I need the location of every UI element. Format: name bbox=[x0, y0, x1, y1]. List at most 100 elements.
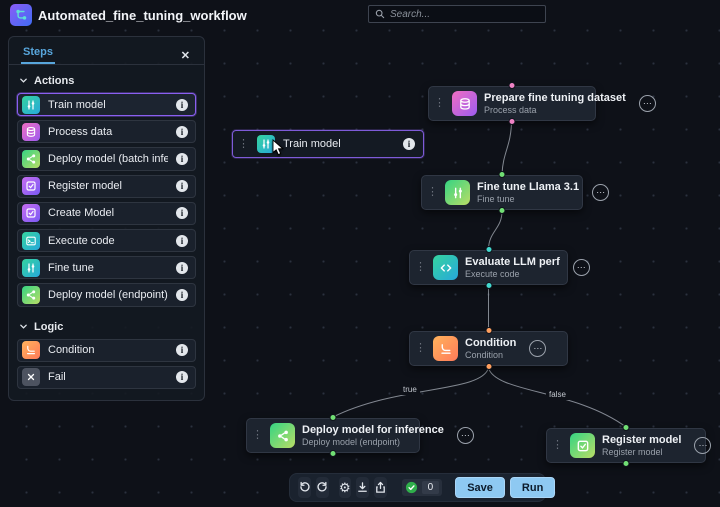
drag-handle-icon[interactable]: ⋮ bbox=[434, 97, 445, 109]
step-item-process-data[interactable]: Process data i bbox=[17, 120, 196, 144]
search-input[interactable] bbox=[390, 8, 539, 20]
step-item-fail[interactable]: Fail i bbox=[17, 365, 196, 389]
checkbox-icon bbox=[22, 177, 40, 196]
node-condition[interactable]: ⋮ Condition Condition ⋯ bbox=[409, 327, 568, 370]
tab-steps[interactable]: Steps bbox=[21, 46, 55, 64]
info-icon[interactable]: i bbox=[176, 234, 188, 247]
output-port[interactable] bbox=[329, 450, 337, 457]
share-icon bbox=[22, 149, 40, 168]
check-circle-icon bbox=[405, 481, 417, 494]
drag-handle-icon[interactable]: ⋮ bbox=[415, 261, 426, 273]
node-menu-icon[interactable]: ⋯ bbox=[694, 437, 712, 454]
input-port[interactable] bbox=[485, 246, 492, 253]
step-item-register-model[interactable]: Register model i bbox=[17, 174, 196, 198]
step-item-condition[interactable]: Condition i bbox=[17, 338, 196, 362]
edge-label-true: true bbox=[400, 385, 420, 395]
info-icon[interactable]: i bbox=[176, 344, 188, 357]
node-subtitle: Process data bbox=[484, 105, 537, 115]
checkbox-icon bbox=[22, 204, 40, 223]
drag-ghost-train-model[interactable]: ⋮ Train model i bbox=[232, 130, 424, 158]
input-port[interactable] bbox=[485, 327, 492, 334]
node-title: Register model bbox=[602, 434, 682, 446]
node-menu-icon[interactable]: ⋯ bbox=[592, 184, 610, 201]
canvas-toolbar: ⚙ 0 Save Run bbox=[289, 473, 556, 502]
run-button[interactable]: Run bbox=[509, 477, 556, 498]
step-item-fine-tune[interactable]: Fine tune i bbox=[17, 256, 196, 280]
node-subtitle: Execute code bbox=[465, 269, 520, 279]
info-icon[interactable]: i bbox=[176, 152, 188, 165]
info-icon[interactable]: i bbox=[176, 207, 188, 220]
save-button[interactable]: Save bbox=[455, 477, 505, 498]
divider bbox=[9, 64, 204, 65]
node-register-model[interactable]: ⋮ Register model Register model ⋯ bbox=[546, 424, 712, 467]
output-port[interactable] bbox=[485, 363, 492, 370]
step-label: Condition bbox=[48, 344, 95, 357]
node-menu-icon[interactable]: ⋯ bbox=[572, 259, 590, 276]
validation-status[interactable]: 0 bbox=[401, 479, 443, 496]
share-icon bbox=[22, 285, 40, 304]
node-menu-icon[interactable]: ⋯ bbox=[638, 95, 656, 112]
settings-button[interactable]: ⚙ bbox=[339, 477, 351, 498]
info-icon[interactable]: i bbox=[176, 371, 188, 384]
output-port[interactable] bbox=[508, 118, 516, 125]
info-icon[interactable]: i bbox=[176, 180, 188, 193]
info-icon[interactable]: i bbox=[176, 261, 188, 274]
node-subtitle: Condition bbox=[465, 350, 504, 360]
input-port[interactable] bbox=[508, 82, 516, 89]
section-logic[interactable]: Logic bbox=[19, 321, 194, 333]
input-port[interactable] bbox=[622, 424, 630, 431]
drag-handle-icon[interactable]: ⋮ bbox=[415, 342, 426, 354]
node-fine-tune-llama[interactable]: ⋮ Fine tune Llama 3.1 Fine tune ⋯ bbox=[421, 171, 610, 214]
branch-icon bbox=[433, 336, 458, 361]
output-port[interactable] bbox=[485, 282, 492, 289]
terminal-icon bbox=[22, 231, 40, 250]
drag-handle-icon[interactable]: ⋮ bbox=[552, 439, 563, 451]
close-icon[interactable]: ✕ bbox=[180, 49, 190, 62]
undo-button[interactable] bbox=[298, 477, 311, 498]
step-label: Deploy model (batch inference) bbox=[48, 152, 168, 165]
export-icon bbox=[375, 481, 385, 493]
gear-icon: ⚙ bbox=[339, 480, 351, 495]
sliders-icon bbox=[22, 258, 40, 277]
search-box[interactable] bbox=[368, 5, 546, 23]
node-menu-icon[interactable]: ⋯ bbox=[529, 340, 547, 357]
output-port[interactable] bbox=[622, 460, 630, 467]
section-actions[interactable]: Actions bbox=[19, 75, 194, 87]
info-icon[interactable]: i bbox=[176, 288, 188, 301]
export-button[interactable] bbox=[373, 477, 387, 498]
node-menu-icon[interactable]: ⋯ bbox=[456, 427, 474, 444]
page-title: Automated_fine_tuning_workflow bbox=[38, 8, 247, 23]
node-subtitle: Deploy model (endpoint) bbox=[302, 437, 401, 447]
node-prepare-fine-tuning-dataset[interactable]: ⋮ Prepare fine tuning dataset Process da… bbox=[428, 82, 656, 125]
download-button[interactable] bbox=[355, 477, 369, 498]
info-icon[interactable]: i bbox=[176, 125, 188, 138]
step-label: Train model bbox=[48, 98, 106, 111]
output-port[interactable] bbox=[498, 207, 506, 214]
drag-handle-icon[interactable]: ⋮ bbox=[252, 429, 263, 441]
drag-handle-icon[interactable]: ⋮ bbox=[427, 186, 438, 198]
database-icon bbox=[452, 91, 477, 116]
info-icon[interactable]: i bbox=[176, 98, 188, 111]
step-label: Fine tune bbox=[48, 261, 94, 274]
sliders-icon bbox=[445, 180, 470, 205]
step-item-execute-code[interactable]: Execute code i bbox=[17, 228, 196, 253]
sliders-icon bbox=[22, 95, 40, 114]
redo-button[interactable] bbox=[316, 477, 329, 498]
step-item-deploy-endpoint[interactable]: Deploy model (endpoint) i bbox=[17, 283, 196, 307]
node-deploy-model-for-inference[interactable]: ⋮ Deploy model for inference Deploy mode… bbox=[246, 414, 474, 457]
section-label: Actions bbox=[34, 74, 75, 87]
node-title: Condition bbox=[465, 337, 517, 349]
database-icon bbox=[22, 122, 40, 141]
step-item-train-model[interactable]: Train model i bbox=[17, 92, 196, 117]
node-title: Evaluate LLM perf bbox=[465, 256, 560, 268]
step-item-create-model[interactable]: Create Model i bbox=[17, 201, 196, 225]
search-icon bbox=[375, 9, 385, 19]
check-icon bbox=[570, 433, 595, 458]
sliders-icon bbox=[257, 135, 275, 153]
input-port[interactable] bbox=[329, 414, 337, 421]
error-count-badge: 0 bbox=[421, 481, 440, 494]
step-item-deploy-batch[interactable]: Deploy model (batch inference) i bbox=[17, 147, 196, 171]
input-port[interactable] bbox=[498, 171, 506, 178]
node-evaluate-llm-perf[interactable]: ⋮ Evaluate LLM perf Execute code ⋯ bbox=[409, 246, 590, 289]
